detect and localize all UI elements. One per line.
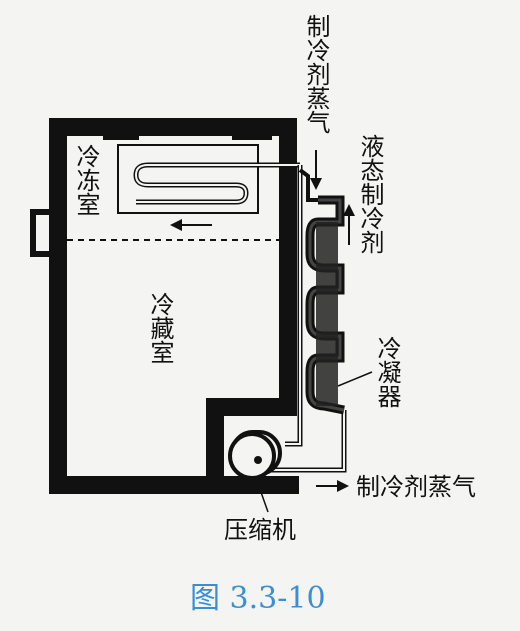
- condenser-coil-core: [308, 198, 345, 412]
- top-hinge-left: [103, 128, 139, 140]
- fridge-label: 冷藏室: [146, 292, 174, 364]
- liquid-line: [298, 168, 318, 202]
- evaporator-coil-inner: [134, 164, 300, 203]
- evaporator: [117, 144, 300, 214]
- compressor-shaft: [254, 456, 262, 464]
- figure-caption: 图 3.3-10: [190, 581, 326, 616]
- flow-arrows: [170, 150, 355, 492]
- liquid-refrigerant-label: 液态制冷剂: [356, 134, 384, 254]
- cabinet-left-wall: [49, 118, 67, 490]
- cabinet-step-top: [206, 398, 297, 416]
- exit-vapor-arrowhead: [337, 480, 349, 492]
- compressor-label: 压缩机: [224, 516, 296, 544]
- vapor-down-arrowhead: [310, 178, 322, 190]
- refrigerant-tubes: [262, 165, 347, 473]
- cabinet-right-wall-upper: [279, 118, 297, 398]
- compressor-leader: [255, 477, 269, 513]
- cabinet-step-wall: [206, 398, 224, 476]
- suction-line-inner: [285, 165, 301, 445]
- liquid-up-arrowhead: [343, 204, 355, 216]
- condenser-label: 冷凝器: [373, 336, 401, 408]
- freezer-flow-arrowhead: [170, 219, 182, 231]
- cabinet-bottom-wall: [49, 476, 299, 494]
- compressor-body: [228, 432, 276, 480]
- vapor-top-label: 制冷剂蒸气: [302, 14, 330, 134]
- condenser-fins: [316, 222, 338, 406]
- discharge-line-inner: [262, 410, 345, 471]
- condenser: [305, 195, 345, 415]
- cabinet: [30, 118, 299, 494]
- top-hinge-right: [232, 128, 272, 140]
- vapor-bottom-label: 制冷剂蒸气: [356, 473, 476, 501]
- door-handle: [30, 209, 49, 257]
- compressor: [228, 430, 282, 480]
- condenser-leader: [337, 371, 373, 387]
- freezer-label: 冷冻室: [72, 144, 100, 216]
